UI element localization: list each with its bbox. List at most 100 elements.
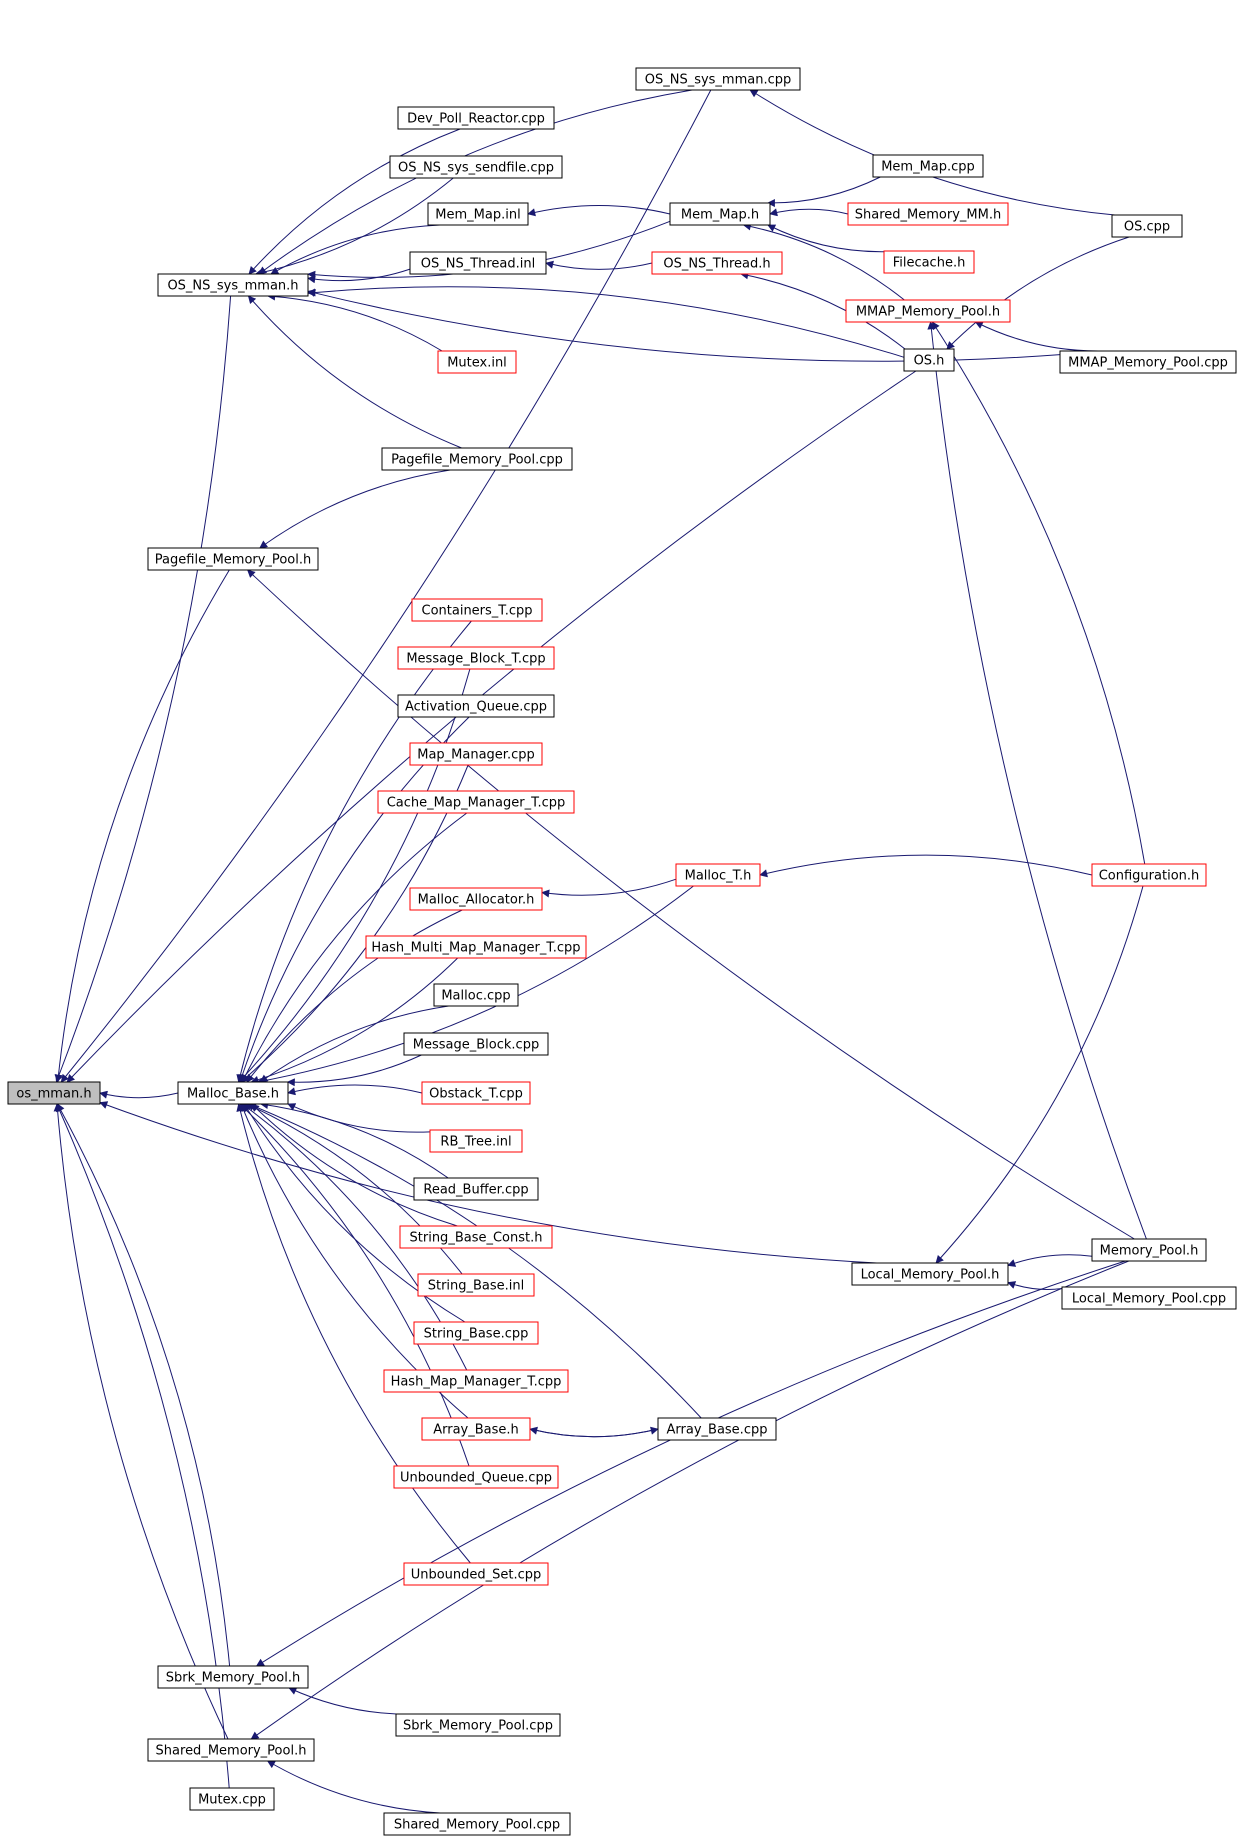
node-hash-multi-map-manager-t-cpp[interactable]: Hash_Multi_Map_Manager_T.cpp xyxy=(365,935,587,959)
node-string-base-inl[interactable]: String_Base.inl xyxy=(417,1273,535,1297)
edge-configuration_h-to-local_memory_pool_h xyxy=(935,885,1144,1264)
node-sbrk-memory-pool-h[interactable]: Sbrk_Memory_Pool.h xyxy=(157,1665,309,1689)
node-map-manager-cpp[interactable]: Map_Manager.cpp xyxy=(409,742,543,766)
edge-malloc_t_h-to-malloc_base_h xyxy=(256,885,694,1085)
node-hash-map-manager-t-cpp[interactable]: Hash_Map_Manager_T.cpp xyxy=(383,1369,569,1393)
node-array-base-h[interactable]: Array_Base.h xyxy=(421,1417,531,1441)
node-string-base-const-h[interactable]: String_Base_Const.h xyxy=(399,1225,553,1249)
node-os-ns-sys-sendfile-cpp[interactable]: OS_NS_sys_sendfile.cpp xyxy=(389,155,563,179)
node-local-memory-pool-cpp[interactable]: Local_Memory_Pool.cpp xyxy=(1061,1286,1237,1310)
node-label: Map_Manager.cpp xyxy=(417,748,535,763)
node-label: Message_Block.cpp xyxy=(413,1038,539,1053)
node-read-buffer-cpp[interactable]: Read_Buffer.cpp xyxy=(413,1177,539,1201)
edge-containers_t_cpp-to-malloc_base_h xyxy=(236,620,472,1083)
node-label: OS_NS_sys_sendfile.cpp xyxy=(398,161,554,176)
node-label: Local_Memory_Pool.h xyxy=(861,1268,1000,1283)
node-containers-t-cpp[interactable]: Containers_T.cpp xyxy=(411,598,543,622)
node-string-base-cpp[interactable]: String_Base.cpp xyxy=(413,1321,539,1345)
edge-pagefile_memory_pool_cpp-to-pagefile_memory_pool_h xyxy=(259,469,451,549)
node-array-base-cpp[interactable]: Array_Base.cpp xyxy=(657,1417,777,1441)
node-box xyxy=(429,1129,523,1153)
node-mmap-memory-pool-h[interactable]: MMAP_Memory_Pool.h xyxy=(845,299,1011,323)
node-unbounded-set-cpp[interactable]: Unbounded_Set.cpp xyxy=(403,1562,549,1586)
node-label: Memory_Pool.h xyxy=(1100,1244,1199,1259)
node-shared-memory-pool-h[interactable]: Shared_Memory_Pool.h xyxy=(147,1738,315,1762)
node-box xyxy=(872,154,984,178)
node-malloc-cpp[interactable]: Malloc.cpp xyxy=(433,983,519,1007)
node-os-h[interactable]: OS.h xyxy=(903,348,955,372)
node-label: Message_Block_T.cpp xyxy=(406,652,545,667)
node-os-ns-thread-inl[interactable]: OS_NS_Thread.inl xyxy=(409,251,547,275)
node-box xyxy=(383,1812,571,1836)
edge-configuration_h-to-malloc_t_h xyxy=(759,854,1093,878)
node-filecache-h[interactable]: Filecache.h xyxy=(883,250,975,274)
node-malloc-base-h[interactable]: Malloc_Base.h xyxy=(177,1081,289,1105)
node-label: Malloc_Allocator.h xyxy=(418,893,535,908)
edges xyxy=(53,89,1147,1814)
node-activation-queue-cpp[interactable]: Activation_Queue.cpp xyxy=(397,694,555,718)
node-label: Obstack_T.cpp xyxy=(429,1087,523,1102)
node-label: OS_NS_sys_mman.h xyxy=(167,279,298,294)
node-box xyxy=(1059,350,1237,374)
node-box xyxy=(393,1465,559,1489)
node-os-ns-sys-mman-h[interactable]: OS_NS_sys_mman.h xyxy=(157,273,309,297)
node-label: Mem_Map.cpp xyxy=(881,160,975,175)
edge-os_ns_thread_inl-to-os_ns_sys_mman_h xyxy=(307,268,411,284)
node-box xyxy=(409,887,543,911)
node-label: Hash_Map_Manager_T.cpp xyxy=(391,1375,562,1390)
node-mem-map-inl[interactable]: Mem_Map.inl xyxy=(427,202,529,226)
node-label: String_Base.cpp xyxy=(424,1327,529,1342)
node-box xyxy=(7,1081,101,1105)
node-dev-poll-reactor-cpp[interactable]: Dev_Poll_Reactor.cpp xyxy=(397,106,555,130)
node-local-memory-pool-h[interactable]: Local_Memory_Pool.h xyxy=(851,1262,1009,1286)
node-os-cpp[interactable]: OS.cpp xyxy=(1111,214,1183,238)
node-os-ns-sys-mman-cpp[interactable]: OS_NS_sys_mman.cpp xyxy=(635,67,801,91)
node-box xyxy=(403,1562,549,1586)
node-obstack-t-cpp[interactable]: Obstack_T.cpp xyxy=(421,1081,531,1105)
node-box xyxy=(675,863,761,887)
node-message-block-cpp[interactable]: Message_Block.cpp xyxy=(403,1032,549,1056)
edge-message_block_cpp-to-malloc_base_h xyxy=(286,1054,422,1087)
node-sbrk-memory-pool-cpp[interactable]: Sbrk_Memory_Pool.cpp xyxy=(395,1713,561,1737)
edge-sbrk_memory_pool_cpp-to-sbrk_memory_pool_h xyxy=(288,1687,422,1715)
node-os-ns-thread-h[interactable]: OS_NS_Thread.h xyxy=(651,251,783,275)
node-label: MMAP_Memory_Pool.h xyxy=(856,305,1000,320)
node-mem-map-h[interactable]: Mem_Map.h xyxy=(669,202,771,226)
node-box xyxy=(851,1262,1009,1286)
node-box xyxy=(417,1273,535,1297)
node-shared-memory-pool-cpp[interactable]: Shared_Memory_Pool.cpp xyxy=(383,1812,571,1836)
node-box xyxy=(651,251,783,275)
node-malloc-t-h[interactable]: Malloc_T.h xyxy=(675,863,761,887)
node-mutex-cpp[interactable]: Mutex.cpp xyxy=(189,1787,275,1811)
node-configuration-h[interactable]: Configuration.h xyxy=(1091,863,1207,887)
node-label: Array_Base.h xyxy=(433,1423,519,1438)
edge-os_ns_thread_h-to-os_ns_thread_inl xyxy=(545,260,653,270)
node-mmap-memory-pool-cpp[interactable]: MMAP_Memory_Pool.cpp xyxy=(1059,350,1237,374)
node-box xyxy=(157,273,309,297)
node-mem-map-cpp[interactable]: Mem_Map.cpp xyxy=(872,154,984,178)
node-message-block-t-cpp[interactable]: Message_Block_T.cpp xyxy=(397,646,555,670)
node-memory-pool-h[interactable]: Memory_Pool.h xyxy=(1091,1238,1207,1262)
edge-cache_map_manager_t_cpp-to-malloc_base_h xyxy=(241,812,468,1083)
node-mutex-inl[interactable]: Mutex.inl xyxy=(437,350,517,374)
node-os-mman-h[interactable]: os_mman.h xyxy=(7,1081,101,1105)
node-rb-tree-inl[interactable]: RB_Tree.inl xyxy=(429,1129,523,1153)
edge-os_h-to-os_ns_thread_h xyxy=(740,271,906,350)
node-box xyxy=(669,202,771,226)
edge-rb_tree_inl-to-malloc_base_h xyxy=(287,1103,431,1133)
node-malloc-allocator-h[interactable]: Malloc_Allocator.h xyxy=(409,887,543,911)
node-box xyxy=(365,935,587,959)
node-label: Mutex.cpp xyxy=(198,1793,266,1808)
node-label: Shared_Memory_Pool.h xyxy=(156,1744,307,1759)
node-box xyxy=(157,1665,309,1689)
node-unbounded-queue-cpp[interactable]: Unbounded_Queue.cpp xyxy=(393,1465,559,1489)
node-label: Cache_Map_Manager_T.cpp xyxy=(387,796,566,811)
node-label: Malloc_T.h xyxy=(685,869,752,884)
node-box xyxy=(413,1177,539,1201)
node-pagefile-memory-pool-h[interactable]: Pagefile_Memory_Pool.h xyxy=(147,547,319,571)
node-box xyxy=(1091,863,1207,887)
node-shared-memory-mm-h[interactable]: Shared_Memory_MM.h xyxy=(847,202,1009,226)
node-pagefile-memory-pool-cpp[interactable]: Pagefile_Memory_Pool.cpp xyxy=(381,447,573,471)
edge-memory_pool_h-to-shared_memory_pool_h xyxy=(250,1260,1129,1740)
node-cache-map-manager-t-cpp[interactable]: Cache_Map_Manager_T.cpp xyxy=(377,790,575,814)
